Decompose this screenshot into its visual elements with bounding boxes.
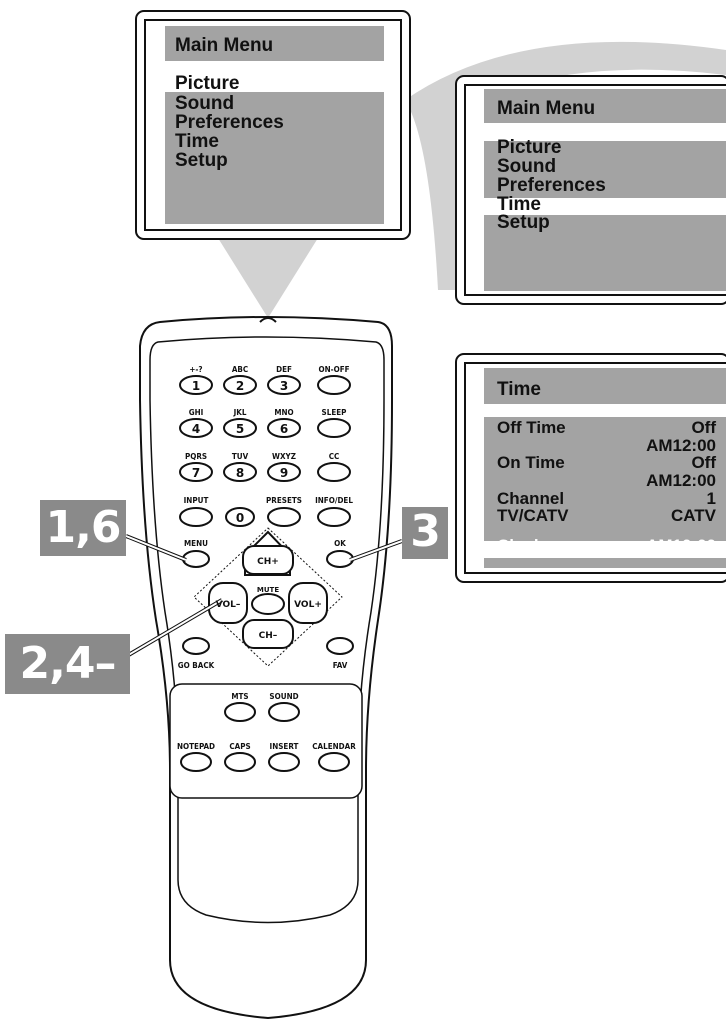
function-button-shapes [180,702,350,772]
time-row-channel-label: Channel [497,489,565,508]
dpad [208,530,328,649]
screen2-item-sound: Sound [497,156,557,177]
on-off-label: ON-OFF [318,365,349,374]
time-row-off-time-value: Off [691,418,716,437]
caps-label: CAPS [229,742,250,751]
mts-label: MTS [231,692,248,701]
function-pad [169,683,363,799]
ir-beam [218,238,318,318]
screen1-item-sound: Sound [175,93,235,114]
screen2-item-setup: Setup [497,212,550,233]
time-row-off-time-label: Off Time [497,418,566,437]
time-row-tvcatv-label: TV/CATV [497,506,569,525]
cc-label: CC [329,452,340,461]
callout-box-3 [402,507,448,559]
screen2-title: Main Menu [497,98,596,119]
screen1-item-setup: Setup [175,150,228,171]
key-7-letters: PQRS [185,452,207,461]
screen1-item-picture: Picture [175,73,240,94]
key-5-letters: JKL [233,408,247,417]
vol-down-button[interactable]: VOL– [216,600,241,610]
menu-label: MENU [184,539,208,548]
screen1-item-preferences: Preferences [175,112,284,133]
ch-down-button[interactable]: CH– [259,631,278,641]
input-label: INPUT [184,496,209,505]
callout-steps-2-4-5: 2,4–5 [19,638,117,741]
key-9-letters: WXYZ [272,452,296,461]
sound-label: SOUND [269,692,298,701]
key-1[interactable]: 1 [192,379,200,393]
key-3-letters: DEF [276,365,292,374]
screen1-title: Main Menu [175,35,274,56]
key-3[interactable]: 3 [280,379,288,393]
tv-screen-main-menu-1: Main Menu Picture Sound Preferences Time… [135,10,411,240]
time-row-clock-label: Clock [497,536,544,555]
screen2-item-time-selected: Time [497,194,542,215]
time-row-tvcatv-value: CATV [670,506,716,525]
callout-box-1-6 [40,500,126,556]
mute-label: MUTE [257,586,279,594]
transition-arc [405,41,726,291]
time-row-off-time-clock: AM12:00 [646,436,716,455]
fav-label: FAV [333,661,348,670]
dpad-outline [193,527,343,667]
time-row-on-time-value: Off [691,453,716,472]
key-2-letters: ABC [232,365,248,374]
time-row-clock-value: AM10:00 [646,536,716,555]
key-7[interactable]: 7 [192,466,200,480]
key-1-letters: +-? [189,365,202,374]
tv-screen-main-menu-2: Main Menu Picture Sound Preferences Time… [455,75,726,305]
ch-up-button[interactable]: CH+ [257,557,279,567]
callout-box-2-4-5 [5,634,130,694]
screen2-item-picture: Picture [497,137,562,158]
time-row-channel-value: 1 [706,489,716,508]
tv-screen-time-menu: Time Off Time Off AM12:00 On Time Off AM… [455,353,726,583]
key-0[interactable]: 0 [236,511,244,525]
insert-label: INSERT [270,742,299,751]
sleep-label: SLEEP [322,408,347,417]
key-4[interactable]: 4 [192,422,200,436]
ok-label: OK [334,539,346,548]
key-9[interactable]: 9 [280,466,288,480]
key-2[interactable]: 2 [236,379,244,393]
vol-up-button[interactable]: VOL+ [294,600,322,610]
info-del-label: INFO/DEL [315,496,353,505]
key-5[interactable]: 5 [236,422,244,436]
presets-label: PRESETS [266,496,302,505]
time-row-on-time-clock: AM12:00 [646,471,716,490]
key-6[interactable]: 6 [280,422,288,436]
callout-steps-1-6: 1,6 [45,502,122,553]
screen3-title: Time [497,379,542,400]
key-4-letters: GHI [189,408,204,417]
notepad-label: NOTEPAD [177,742,215,751]
calendar-label: CALENDAR [312,742,356,751]
screen1-item-time: Time [175,131,220,152]
time-row-on-time-label: On Time [497,453,565,472]
key-8[interactable]: 8 [236,466,244,480]
button-shapes [179,375,354,655]
callout-step-3: 3 [410,506,441,557]
key-8-letters: TUV [232,452,249,461]
screen2-item-preferences: Preferences [497,175,606,196]
key-6-letters: MNO [274,408,293,417]
go-back-label: GO BACK [178,661,215,670]
